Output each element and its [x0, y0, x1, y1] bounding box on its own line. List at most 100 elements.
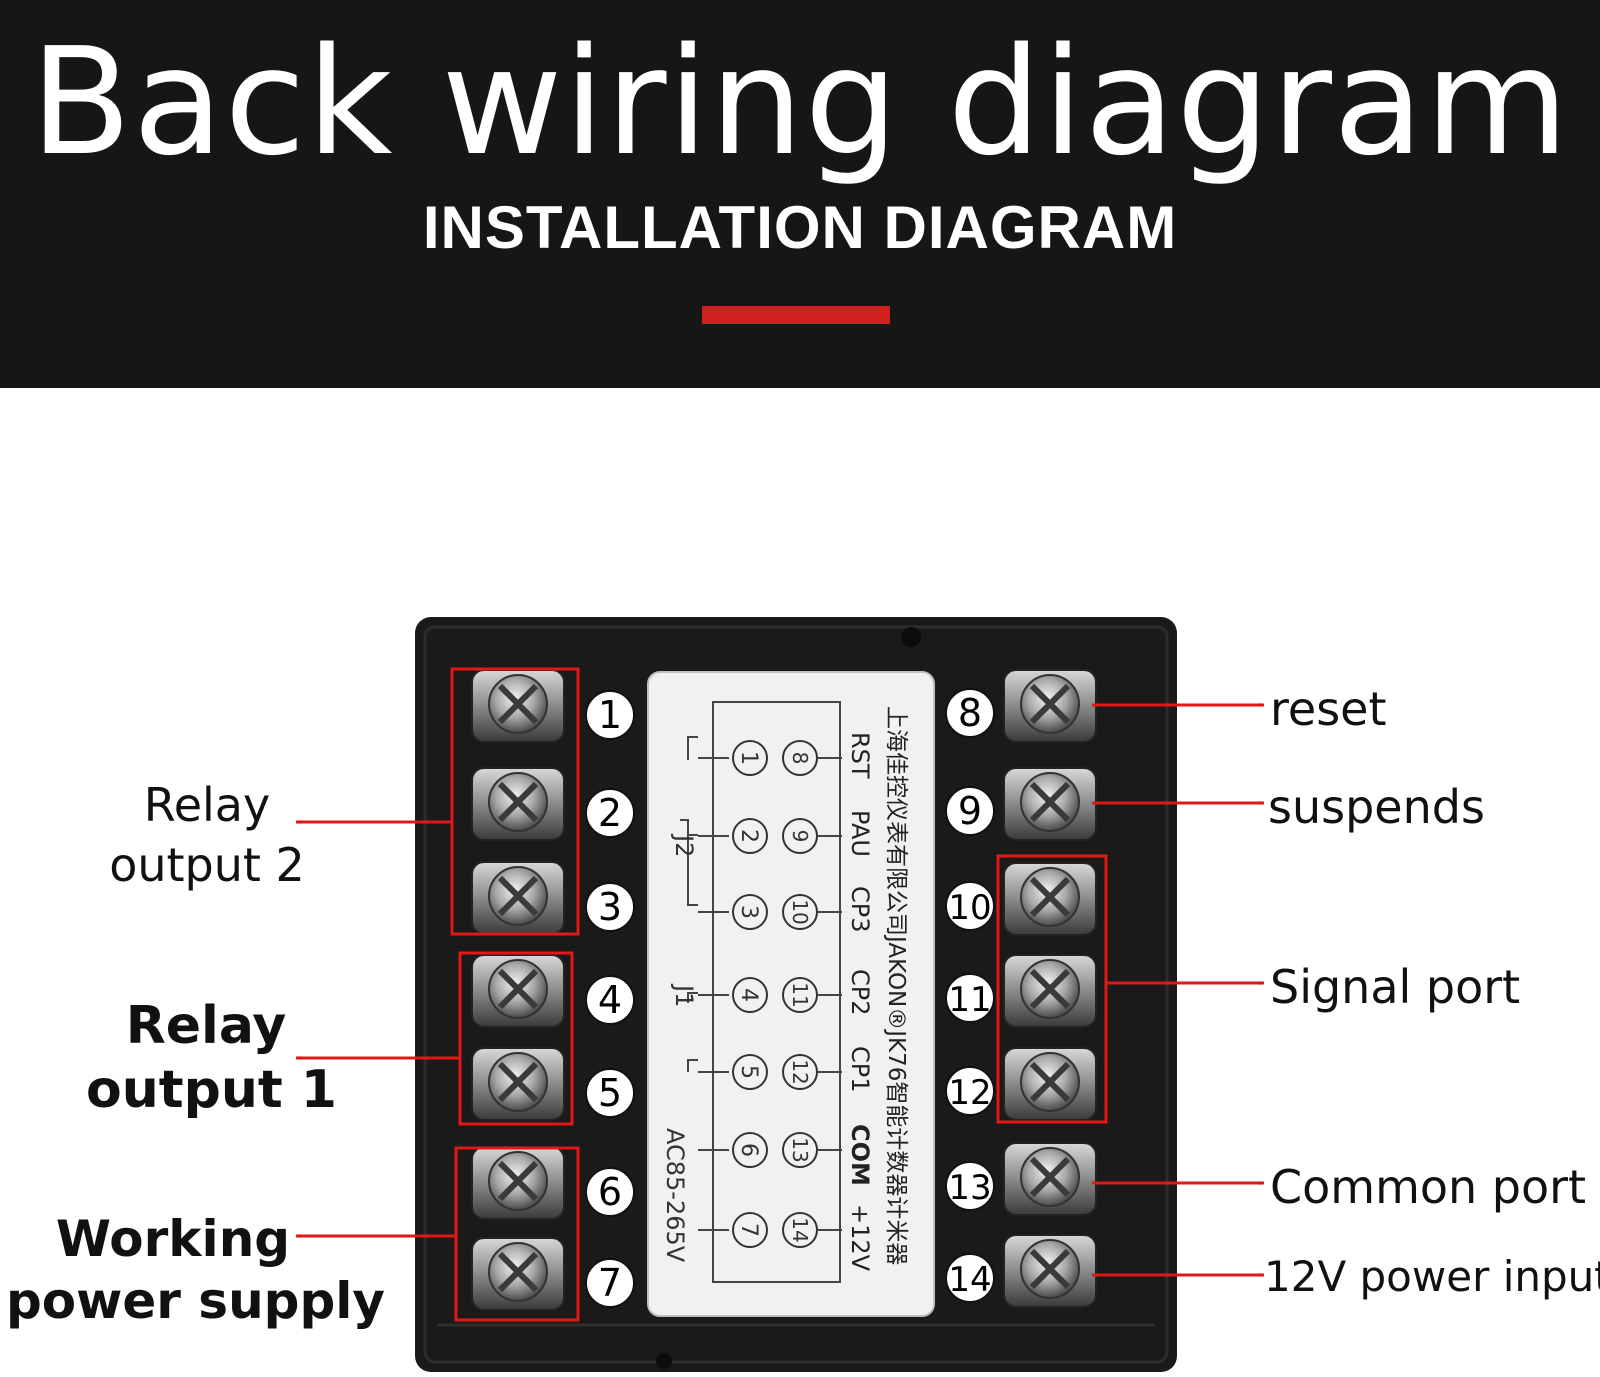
label-signal-port: Signal port	[1270, 960, 1521, 1014]
terminal-number-3-label: 3	[598, 885, 622, 929]
terminal-number-4-label: 4	[598, 978, 622, 1022]
plate-pin-left-6: 6	[698, 1132, 768, 1168]
plate-vertical-text: 上海佳控仪表有限公司JAKON®JK76智能计数器计米器	[883, 706, 909, 1265]
page-title: Back wiring diagram	[30, 16, 1570, 188]
svg-text:5: 5	[736, 1065, 761, 1079]
terminal-number-11: 11	[945, 973, 995, 1023]
terminal-number-8: 8	[945, 688, 995, 738]
terminal-screw-right-13	[1003, 1142, 1097, 1216]
terminal-number-5: 5	[585, 1068, 635, 1118]
plate-pin-name-3: CP3	[846, 886, 874, 933]
jumper-j2: J2	[670, 833, 698, 857]
right-terminal-screws: 8 9 10 11 12 13 14	[945, 669, 1097, 1308]
label-reset: reset	[1270, 682, 1387, 736]
label-relay-output-2-line2: output 2	[109, 838, 305, 892]
plate-pin-left-3: 3	[698, 894, 768, 930]
plate-pin-right-11: 11	[782, 977, 842, 1013]
svg-text:12: 12	[788, 1059, 812, 1084]
terminal-number-2-label: 2	[598, 791, 622, 835]
terminal-screw-right-9	[1003, 767, 1097, 841]
terminal-number-11-label: 11	[948, 980, 991, 1020]
svg-text:11: 11	[788, 982, 812, 1007]
plate-pin-right-9: 9	[782, 818, 842, 854]
plate-pin-name-2: PAU	[846, 810, 874, 857]
terminal-number-13: 13	[945, 1161, 995, 1211]
terminal-number-8-label: 8	[958, 691, 982, 735]
terminal-number-12: 12	[945, 1066, 995, 1116]
label-common-port: Common port	[1270, 1160, 1587, 1214]
plate-pin-right-8: 8	[782, 740, 842, 776]
plate-pin-left-2: 2	[698, 818, 768, 854]
label-suspends: suspends	[1268, 780, 1485, 834]
header-banner: Back wiring diagram INSTALLATION DIAGRAM	[0, 0, 1600, 388]
accent-rule	[702, 306, 890, 324]
terminal-screw-left-2	[471, 767, 565, 841]
plate-pin-name-6: COM	[846, 1124, 874, 1186]
plate-pin-right-10: 10	[782, 894, 842, 930]
terminal-number-13-label: 13	[948, 1168, 991, 1208]
left-terminal-screws: 1 2 3 4 5 6 7	[471, 669, 635, 1311]
highlight-power-supply	[454, 1146, 580, 1322]
terminal-screw-right-10	[1003, 862, 1097, 936]
terminal-number-12-label: 12	[948, 1073, 991, 1113]
terminal-number-4: 4	[585, 975, 635, 1025]
terminal-screw-right-14	[1003, 1234, 1097, 1308]
page-subtitle: INSTALLATION DIAGRAM	[422, 194, 1178, 261]
label-working-power-supply-line2: power supply	[6, 1272, 385, 1330]
label-power-input: 12V power input	[1264, 1252, 1600, 1301]
terminal-number-14-label: 14	[948, 1260, 991, 1300]
svg-text:14: 14	[788, 1217, 812, 1242]
plate-pin-left-4: 4	[698, 977, 768, 1013]
supply-voltage: AC85-265V	[661, 1128, 689, 1263]
plate-pin-right-12: 12	[782, 1054, 842, 1090]
terminal-number-6: 6	[585, 1167, 635, 1217]
label-relay-output-1-line2: output 1	[86, 1060, 337, 1120]
svg-text:1: 1	[736, 751, 761, 765]
terminal-screw-left-6	[471, 1146, 565, 1220]
terminal-screw-right-11	[1003, 954, 1097, 1028]
plate-pin-left-1: 1	[698, 740, 768, 776]
plate-pin-right-14: 14	[782, 1212, 842, 1248]
label-relay-output-1-line1: Relay	[125, 996, 287, 1056]
terminal-screw-left-1	[471, 669, 565, 743]
terminal-number-3: 3	[585, 882, 635, 932]
plate-pin-name-5: CP1	[846, 1046, 874, 1093]
mount-hole	[901, 627, 921, 647]
label-relay-output-1: Relay output 1	[86, 996, 337, 1120]
plate-pin-left-7: 7	[698, 1212, 768, 1248]
terminal-screw-left-4	[471, 954, 565, 1028]
terminal-number-1-label: 1	[598, 693, 622, 737]
plate-frame	[712, 701, 841, 1283]
terminal-screw-left-7	[471, 1237, 565, 1311]
svg-text:2: 2	[736, 829, 761, 843]
svg-text:8: 8	[788, 752, 812, 765]
highlight-signal-port	[996, 854, 1108, 1124]
terminal-number-5-label: 5	[598, 1071, 622, 1115]
plate-pin-right-13: 13	[782, 1132, 842, 1168]
terminal-screw-right-12	[1003, 1047, 1097, 1121]
terminal-number-9: 9	[945, 786, 995, 836]
highlight-relay-1	[458, 951, 574, 1126]
label-working-power-supply-line1: Working	[55, 1210, 291, 1268]
svg-text:7: 7	[736, 1223, 761, 1237]
plate-pin-left-5: 5	[698, 1054, 768, 1090]
label-relay-output-2: Relay output 2	[92, 782, 322, 888]
svg-text:6: 6	[736, 1143, 761, 1157]
terminal-screw-left-5	[471, 1047, 565, 1121]
label-working-power-supply: Working power supply	[6, 1214, 385, 1330]
plate-pin-name-7: +12V	[846, 1204, 874, 1272]
highlight-relay-2	[450, 667, 580, 936]
label-relay-output-2-line1: Relay	[143, 778, 271, 832]
terminal-number-10-label: 10	[948, 888, 991, 928]
terminal-number-2: 2	[585, 788, 635, 838]
terminal-number-14: 14	[945, 1253, 995, 1303]
terminal-number-7-label: 7	[598, 1261, 622, 1305]
terminal-number-7: 7	[585, 1258, 635, 1308]
terminal-number-1: 1	[585, 690, 635, 740]
terminal-number-10: 10	[945, 881, 995, 931]
svg-text:10: 10	[788, 899, 812, 924]
terminal-screw-right-8	[1003, 669, 1097, 743]
svg-text:4: 4	[736, 988, 761, 1002]
